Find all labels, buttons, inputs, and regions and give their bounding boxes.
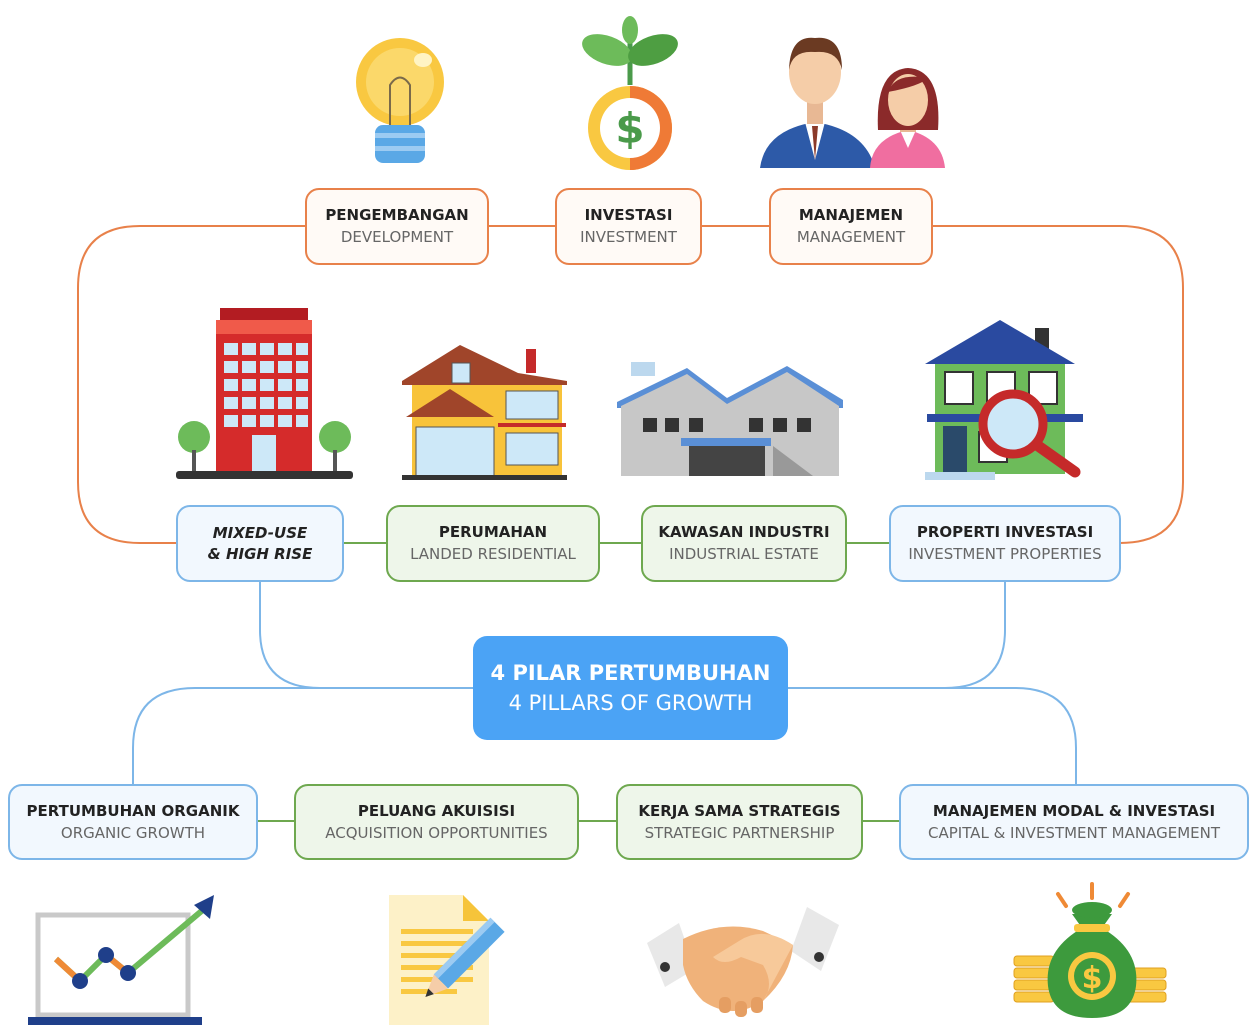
center-pillars-box: 4 PILAR PERTUMBUHAN 4 PILLARS OF GROWTH xyxy=(473,636,788,740)
box-title: KAWASAN INDUSTRI xyxy=(658,523,830,541)
box-title: MANAJEMEN MODAL & INVESTASI xyxy=(932,801,1216,820)
blue-line xyxy=(132,687,473,784)
blue-line xyxy=(259,582,473,689)
box-development: PENGEMBANGAN DEVELOPMENT xyxy=(305,188,489,265)
center-title: 4 PILAR PERTUMBUHAN xyxy=(490,661,771,685)
house-icon xyxy=(402,345,567,480)
money-bag-icon: $ xyxy=(1013,882,1167,1018)
box-subtitle: INDUSTRIAL ESTATE xyxy=(669,545,819,563)
box-subtitle: STRATEGIC PARTNERSHIP xyxy=(644,823,835,842)
box-title: PERTUMBUHAN ORGANIK xyxy=(26,801,240,820)
svg-text:$: $ xyxy=(1082,961,1103,996)
svg-text:$: $ xyxy=(615,104,644,153)
blue-line xyxy=(788,582,1006,689)
box-capital-investment-management: MANAJEMEN MODAL & INVESTASI CAPITAL & IN… xyxy=(899,784,1249,860)
box-strategic-partnership: KERJA SAMA STRATEGIS STRATEGIC PARTNERSH… xyxy=(616,784,863,860)
box-title: INVESTASI xyxy=(584,206,673,224)
growth-chart-icon xyxy=(28,895,214,1025)
box-title: KERJA SAMA STRATEGIS xyxy=(638,801,841,820)
box-acquisition-opportunities: PELUANG AKUISISI ACQUISITION OPPORTUNITI… xyxy=(294,784,579,860)
document-pen-icon xyxy=(389,895,505,1025)
lightbulb-icon xyxy=(356,38,444,163)
box-subtitle: ACQUISITION OPPORTUNITIES xyxy=(325,823,548,842)
high-rise-building-icon xyxy=(176,308,353,479)
box-subtitle: LANDED RESIDENTIAL xyxy=(410,545,576,563)
box-title: PENGEMBANGAN xyxy=(325,206,469,224)
box-title: MANAJEMEN xyxy=(798,206,904,224)
box-subtitle: INVESTMENT xyxy=(580,228,677,246)
box-subtitle: MANAGEMENT xyxy=(796,228,906,246)
box-subtitle: ORGANIC GROWTH xyxy=(60,823,206,842)
box-title: PERUMAHAN xyxy=(438,523,548,541)
box-management: MANAJEMEN MANAGEMENT xyxy=(769,188,933,265)
box-subtitle: CAPITAL & INVESTMENT MANAGEMENT xyxy=(927,823,1221,842)
orange-loop-line xyxy=(77,225,305,544)
box-title: PROPERTI INVESTASI xyxy=(916,523,1094,541)
money-plant-icon: $ xyxy=(582,16,678,170)
center-subtitle: 4 PILLARS OF GROWTH xyxy=(508,691,753,715)
box-industrial-estate: KAWASAN INDUSTRI INDUSTRIAL ESTATE xyxy=(641,505,847,582)
orange-loop-line xyxy=(933,225,1184,544)
house-magnifier-icon xyxy=(925,320,1083,480)
box-landed-residential: PERUMAHAN LANDED RESIDENTIAL xyxy=(386,505,600,582)
box-title: PELUANG AKUISISI xyxy=(357,801,516,820)
box-investment-properties: PROPERTI INVESTASI INVESTMENT PROPERTIES xyxy=(889,505,1121,582)
box-subtitle: DEVELOPMENT xyxy=(340,228,454,246)
box-organic-growth: PERTUMBUHAN ORGANIK ORGANIC GROWTH xyxy=(8,784,258,860)
handshake-icon xyxy=(647,907,839,1017)
box-subtitle: INVESTMENT PROPERTIES xyxy=(908,545,1102,563)
factory-icon xyxy=(617,362,843,476)
box-mixed-use: MIXED-USE & HIGH RISE xyxy=(176,505,344,582)
box-investment: INVESTASI INVESTMENT xyxy=(555,188,702,265)
blue-line xyxy=(788,687,1077,784)
box-title: MIXED-USE & HIGH RISE xyxy=(207,523,313,563)
business-people-icon xyxy=(760,37,945,168)
